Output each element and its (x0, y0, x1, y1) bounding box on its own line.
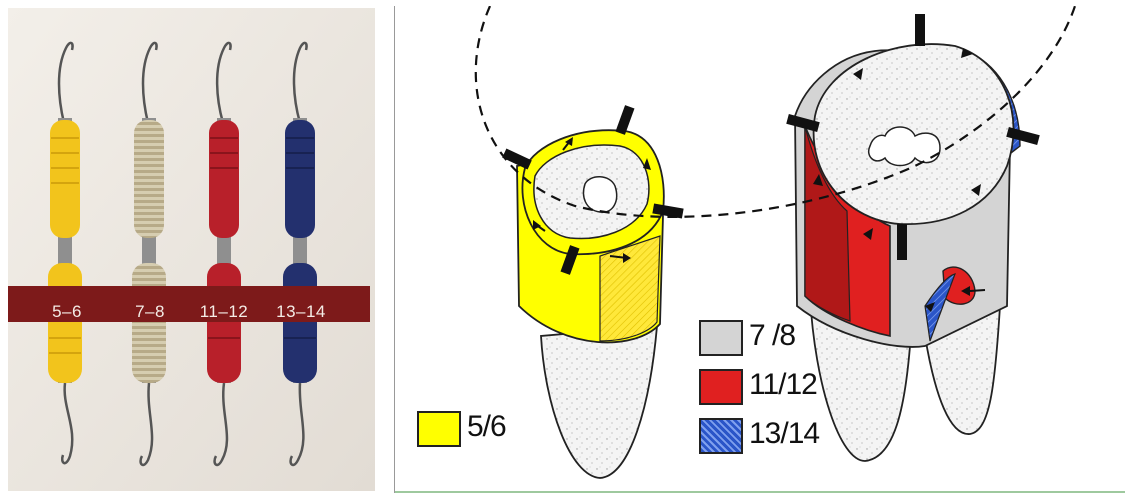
legend-swatch-11-12 (699, 369, 743, 405)
instrument-photo-drawing (8, 8, 375, 491)
right-tooth (786, 14, 1039, 461)
instrument-label-5-6: 5–6 (44, 294, 90, 330)
legend-swatch-5-6 (417, 411, 461, 447)
legend-swatch-13-14 (699, 418, 743, 454)
left-tooth (502, 105, 683, 478)
instrument-label-13-14: 13–14 (268, 294, 334, 330)
instrument-photo: 5–6 7–8 11–12 13–14 (8, 8, 375, 491)
legend-label-7-8: 7 /8 (749, 319, 795, 353)
tooth-diagram: 5/6 7 /8 11/12 13/14 (394, 6, 1125, 493)
legend-swatch-7-8 (699, 320, 743, 356)
instrument-label-7-8: 7–8 (125, 294, 175, 330)
instrument-label-11-12: 11–12 (194, 294, 254, 330)
legend-label-11-12: 11/12 (749, 368, 817, 402)
legend-label-13-14: 13/14 (749, 417, 819, 451)
legend-label-5-6: 5/6 (467, 410, 506, 444)
